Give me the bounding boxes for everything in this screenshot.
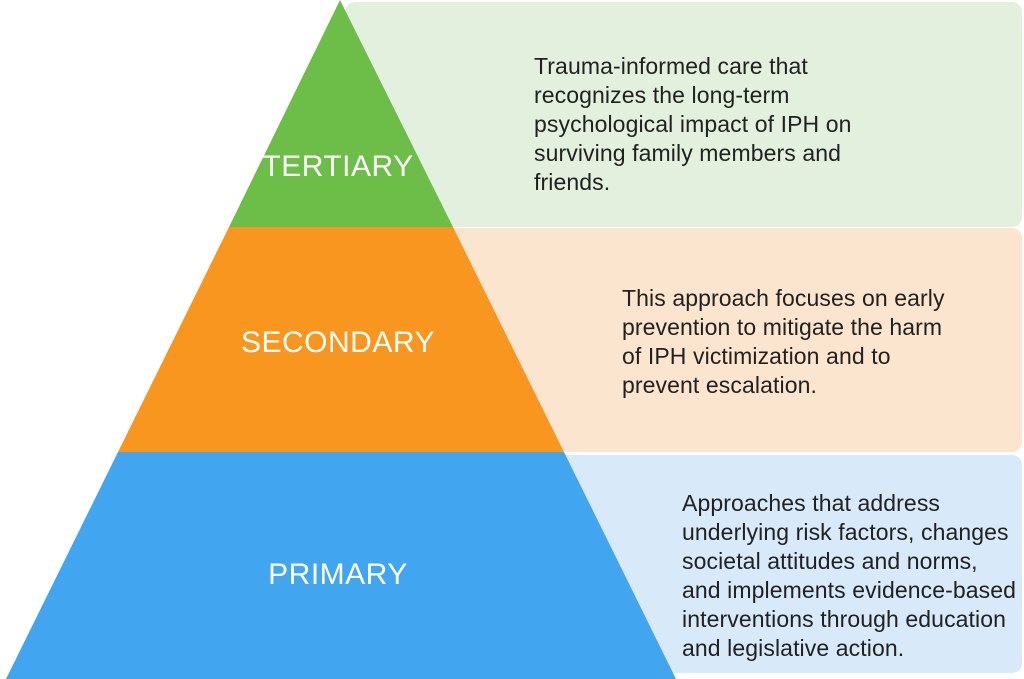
secondary-band-shape	[118, 227, 564, 452]
primary-level-label: PRIMARY	[268, 558, 408, 591]
secondary-level-label: SECONDARY	[241, 326, 435, 359]
tertiary-description-panel: Trauma-informed care that recognizes the…	[345, 2, 1022, 227]
tertiary-band-shape	[229, 0, 453, 227]
secondary-description-text: This approach focuses on early preventio…	[622, 285, 945, 398]
primary-description-text: Approaches that address underlying risk …	[682, 490, 1017, 661]
primary-band-shape	[6, 452, 676, 679]
tertiary-description-text: Trauma-informed care that recognizes the…	[534, 53, 852, 195]
tertiary-level-label: TERTIARY	[262, 150, 414, 183]
